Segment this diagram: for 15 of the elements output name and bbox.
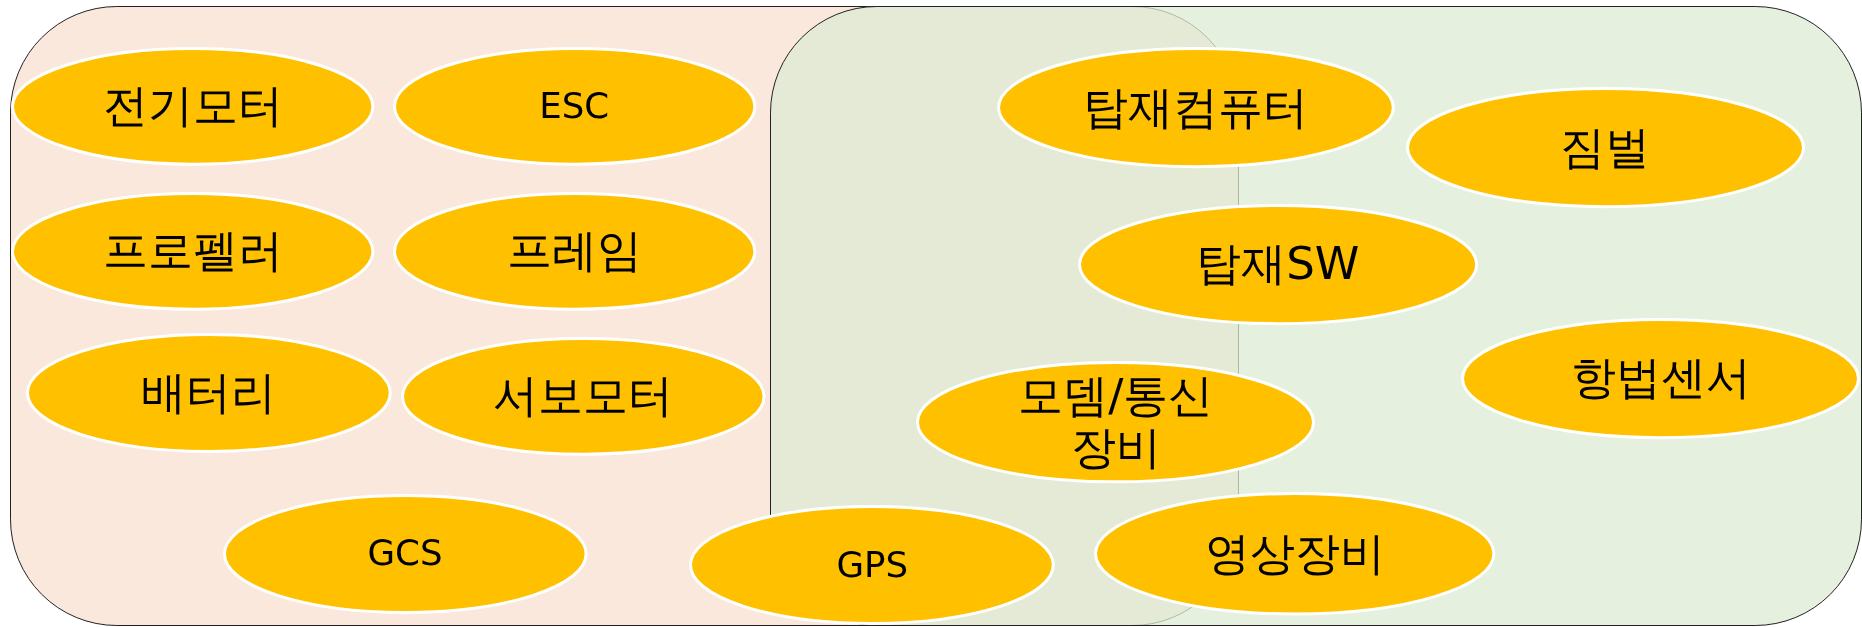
component-ellipse: 프로펠러 xyxy=(11,191,375,311)
component-ellipse: 항법센서 xyxy=(1461,317,1861,439)
component-ellipse: 배터리 xyxy=(25,333,392,454)
component-ellipse: 프레임 xyxy=(392,191,756,311)
component-ellipse: 탑재SW xyxy=(1077,203,1478,325)
component-ellipse: ESC xyxy=(392,47,756,166)
region-box xyxy=(769,5,1862,626)
component-ellipse: 짐벌 xyxy=(1405,87,1805,209)
component-ellipse: 서보모터 xyxy=(400,336,766,456)
component-ellipse: GPS xyxy=(689,505,1056,626)
component-ellipse: 영상장비 xyxy=(1094,492,1496,616)
component-ellipse: 모뎀/통신 장비 xyxy=(916,360,1316,483)
component-ellipse: 전기모터 xyxy=(11,47,375,166)
component-ellipse: 탑재컴퓨터 xyxy=(997,47,1395,169)
component-ellipse: GCS xyxy=(222,493,588,614)
